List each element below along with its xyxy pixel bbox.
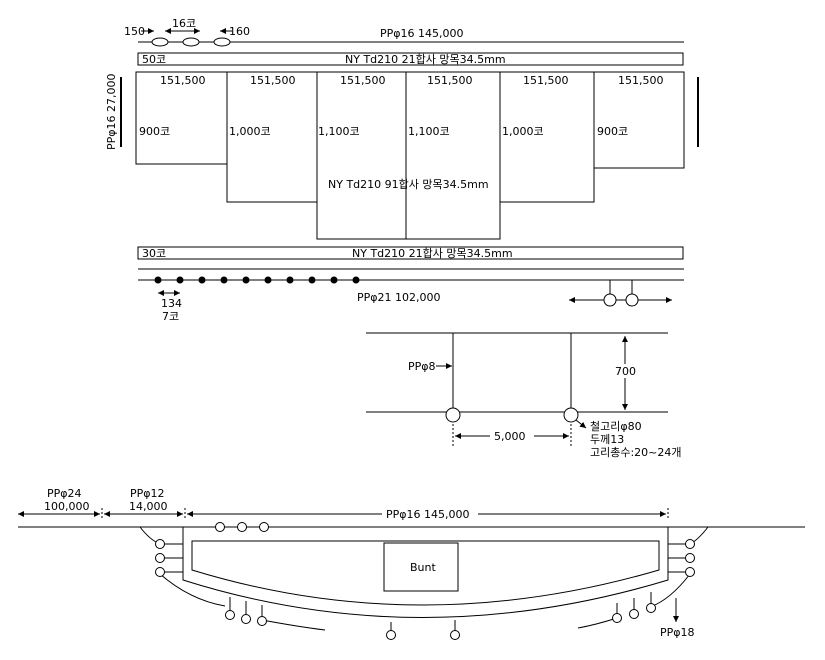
pp24-label: PPφ24 (47, 487, 82, 500)
ring-bot-1 (225, 610, 235, 620)
ring-left-3 (155, 567, 165, 577)
wall-right-3 (577, 617, 618, 629)
panel-5-length: 151,500 (523, 74, 569, 87)
bunt-label: Bunt (410, 561, 436, 574)
ring-bot-2 (241, 614, 251, 624)
dim-150-label: 150 (124, 25, 145, 38)
purse-ring-1 (445, 407, 461, 423)
pp12-length: 14,000 (129, 500, 168, 513)
panel-6-mesh: 900코 (597, 125, 628, 138)
panel-2 (226, 71, 318, 203)
sinker-10 (352, 276, 360, 284)
ring-bot-6 (612, 613, 622, 623)
spacing-label: 5,000 (494, 430, 526, 443)
sinker-5 (242, 276, 250, 284)
panel-1 (135, 71, 228, 165)
spacing-bg (490, 429, 534, 443)
ring-bot-8 (646, 603, 656, 613)
bunt-box (383, 542, 459, 592)
selvedge-bottom-ko: 30코 (142, 247, 166, 260)
panel-4-length: 151,500 (427, 74, 473, 87)
height-dim-label: 700 (615, 365, 636, 378)
pp18-label: PPφ18 (660, 626, 695, 639)
dim-134-label: 134 (161, 297, 182, 310)
float-3 (213, 37, 231, 47)
pp16-bg (382, 507, 478, 521)
rope-top-label: PPφ16 145,000 (380, 27, 464, 40)
ring-left-1 (155, 539, 165, 549)
selvedge-top-label: NY Td210 21합사 망목34.5mm (345, 53, 506, 66)
wall-left-3 (261, 619, 326, 631)
purse-ring-2 (563, 407, 579, 423)
dim-7ko-label: 7코 (162, 310, 179, 323)
sinker-7 (286, 276, 294, 284)
ring-hint-2 (625, 293, 639, 307)
ring-bot-5 (450, 630, 460, 640)
panel-5-mesh: 1,000코 (502, 125, 544, 138)
net-inner (191, 540, 660, 606)
panel-2-mesh: 1,000코 (229, 125, 271, 138)
dim-160-label: 160 (229, 25, 250, 38)
ring-spec-2: 두께13 (590, 433, 624, 446)
panel-4 (405, 71, 501, 240)
ring-right-1 (685, 539, 695, 549)
panel-3-mesh: 1,100코 (318, 125, 360, 138)
bunt-net-label: NY Td210 91합사 망목34.5mm (328, 178, 489, 191)
float-2 (182, 37, 200, 47)
top-net-plan: 150 16코 160 PPφ16 145,000 50코 NY Td210 2… (105, 17, 699, 323)
pp24-length: 100,000 (44, 500, 90, 513)
sinker-8 (308, 276, 316, 284)
float-b-1 (215, 522, 225, 532)
pp12-label: PPφ12 (130, 487, 165, 500)
panel-2-length: 151,500 (250, 74, 296, 87)
panel-6 (593, 71, 685, 169)
selvedge-bottom-label: NY Td210 21합사 망목34.5mm (352, 247, 513, 260)
rope-bottom-label: PPφ21 102,000 (357, 291, 441, 304)
ring-right-2 (685, 553, 695, 563)
pp8-label: PPφ8 (408, 360, 436, 373)
ring-hint-1 (603, 293, 617, 307)
pp16-label: PPφ16 145,000 (386, 508, 470, 521)
float-b-2 (237, 522, 247, 532)
ring-bot-4 (386, 630, 396, 640)
bottom-net-rigging: PPφ24 100,000 PPφ12 14,000 PPφ16 145,000… (18, 487, 805, 640)
ring-spec-3: 고리총수:20~24개 (590, 446, 682, 459)
float-b-3 (259, 522, 269, 532)
sinker-6 (264, 276, 272, 284)
ring-right-3 (685, 567, 695, 577)
ring-bot-7 (629, 609, 639, 619)
float-1 (151, 37, 169, 47)
sinker-9 (330, 276, 338, 284)
selvedge-top (137, 52, 684, 66)
side-rope-label: PPφ16 27,000 (105, 73, 118, 150)
ring-spec-1: 철고리φ80 (590, 420, 642, 433)
height-dim-bg (612, 364, 638, 378)
dim-16ko-label: 16코 (172, 17, 196, 30)
sinker-2 (176, 276, 184, 284)
panel-1-mesh: 900코 (139, 125, 170, 138)
panel-1-length: 151,500 (160, 74, 206, 87)
panel-3-length: 151,500 (340, 74, 386, 87)
net-outer (182, 527, 669, 618)
sinker-1 (154, 276, 162, 284)
wall-right-2 (649, 573, 691, 608)
sinker-4 (220, 276, 228, 284)
ring-bot-3 (257, 616, 267, 626)
panel-3 (316, 71, 407, 240)
panel-6-length: 151,500 (618, 74, 664, 87)
panel-4-mesh: 1,100코 (408, 125, 450, 138)
ring-detail: PPφ8 700 5,000 철고리φ80 두께13 고리총수:20~24개 (366, 332, 682, 459)
wall-left-2 (159, 573, 226, 607)
selvedge-bottom (137, 246, 684, 260)
ring-left-2 (155, 553, 165, 563)
ring-leader (575, 419, 587, 429)
selvedge-top-ko: 50코 (142, 53, 166, 66)
sinker-3 (198, 276, 206, 284)
